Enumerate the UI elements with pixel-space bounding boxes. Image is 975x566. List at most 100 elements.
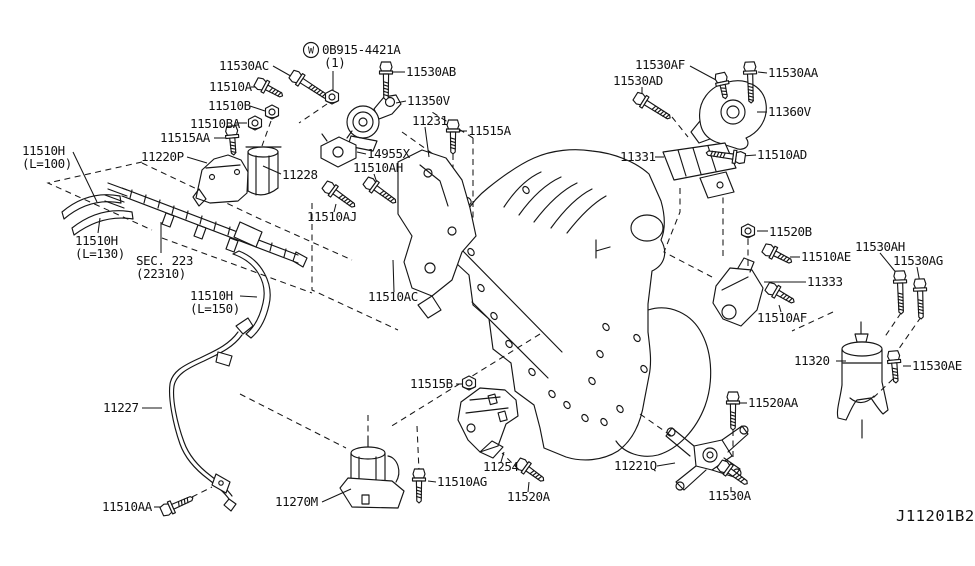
- leader-line-11510H_150: [239, 295, 258, 298]
- leader-line-11228: [262, 165, 282, 175]
- part-label-11221Q: 11221Q: [614, 458, 657, 473]
- fasteners-layer: [159, 61, 928, 517]
- part-label-11520B: 11520B: [769, 224, 812, 239]
- bolt-icon-11530AG: [912, 278, 928, 320]
- part-label-11510AA: 11510AA: [102, 499, 153, 514]
- leader-line-11350V: [395, 100, 407, 104]
- part-11270M-mount-drawing: [339, 435, 405, 509]
- part-11220P-bracket-drawing: [192, 154, 249, 207]
- leader-line-11530AA: [757, 71, 768, 74]
- bolt-icon-11520A: [514, 457, 545, 482]
- part-label-11530AB: 11530AB: [406, 64, 456, 79]
- leader-line-11510AC: [392, 259, 395, 293]
- hose-11510H-drawings: [61, 194, 271, 339]
- part-label-11270M: 11270M: [275, 494, 318, 509]
- leader-line-11520A: [527, 481, 530, 493]
- nut-icon-11510BA: [247, 115, 263, 131]
- leader-line-11220P: [186, 156, 208, 164]
- intake-runner-lines: [503, 171, 607, 234]
- part-label-11510H_100: 11510H(L=100): [22, 143, 72, 171]
- diagram-code: J11201B2: [896, 507, 975, 525]
- bolt-icon-11530AF: [714, 71, 730, 100]
- bolt-icon-11520AA: [725, 391, 741, 431]
- bolt-icon-11510AJ: [321, 180, 356, 208]
- part-label-11333: 11333: [807, 274, 843, 289]
- part-label-11254: 11254: [483, 459, 519, 474]
- part-label-11510AF: 11510AF: [757, 310, 807, 325]
- leader-line-11510B: [249, 105, 266, 112]
- bolt-icon-11510AE: [761, 243, 793, 264]
- part-label-11231: 11231: [412, 113, 448, 128]
- nut-icon-0B915-4421A: [324, 89, 340, 105]
- part-label-11510B: 11510B: [208, 98, 251, 113]
- engine-block-drawing: [451, 149, 712, 461]
- part-11350V-tensioner-drawing: [346, 94, 402, 152]
- leader-line-11221Q: [656, 462, 676, 467]
- leader-line-11510H_130: [97, 217, 101, 234]
- bolt-icon-11530AA: [742, 61, 758, 104]
- part-label-11510AH: 11510AH: [353, 160, 403, 175]
- part-11221Q-mount-drawing: [665, 425, 749, 491]
- part-11231-bracket-drawing: [397, 149, 477, 319]
- part-label-11510AJ: 11510AJ: [307, 209, 357, 224]
- part-label-11530AD: 11530AD: [613, 73, 663, 88]
- leader-line-11510AJ: [333, 203, 337, 213]
- leader-line-11510AG: [427, 480, 437, 483]
- bolt-icon-11530AH: [892, 270, 908, 315]
- part-label-11220P: 11220P: [141, 149, 184, 164]
- nut-icon-11515B: [461, 375, 477, 391]
- bolt-icon-11510AA: [159, 496, 194, 517]
- part-label-11515AA: 11515AA: [160, 130, 211, 145]
- washer-symbol-circle-icon: [302, 41, 320, 59]
- leader-line-11231: [424, 126, 430, 158]
- part-label-11510A: 11510A: [209, 79, 253, 94]
- part-label-11320: 11320: [794, 353, 830, 368]
- bolt-icon-11530AC: [288, 69, 329, 99]
- part-label-11510AG: 11510AG: [437, 474, 487, 489]
- part-label-11520A: 11520A: [507, 489, 551, 504]
- part-label-11530AG: 11530AG: [893, 253, 943, 268]
- bolt-icon-11510AH: [362, 176, 397, 204]
- part-label-11228: 11228: [282, 167, 318, 182]
- part-label-11227: 11227: [103, 400, 139, 415]
- part-label-11510AE: 11510AE: [801, 249, 851, 264]
- bolt-icon-11510AD: [705, 149, 747, 165]
- part-label-11331: 11331: [620, 149, 656, 164]
- part-label-11515B: 11515B: [410, 376, 453, 391]
- part-labels-layer: 11530AC11510A11510B11510BA11515AA11510H(…: [22, 57, 962, 514]
- bolt-icon-11510AF: [764, 282, 795, 304]
- part-14955X-drawing: [320, 130, 357, 168]
- part-11228-mount-drawing: [245, 146, 282, 196]
- part-label-11530AF: 11530AF: [635, 57, 685, 72]
- part-label-11510AC: 11510AC: [368, 289, 418, 304]
- part-label-11350V: 11350V: [407, 93, 451, 108]
- part-11320-mount-drawing: [836, 321, 889, 439]
- part-11333-mount-drawing: [712, 257, 764, 327]
- part-label-11510H_150: 11510H(L=150): [190, 288, 240, 316]
- leader-line-14955X: [356, 151, 367, 155]
- bolt-icon-11510AG: [411, 468, 427, 504]
- part-label-11530AA: 11530AA: [768, 65, 819, 80]
- part-11254-bracket-drawing: [457, 387, 519, 459]
- part-label-11360V: 11360V: [768, 104, 812, 119]
- bolt-icon-11530AE: [886, 350, 902, 384]
- part-label-11510AD: 11510AD: [757, 147, 807, 162]
- bolt-icon-11530AB: [378, 61, 394, 101]
- washer-symbol-letter: W: [308, 46, 315, 57]
- leader-line-11254: [500, 451, 505, 463]
- part-label-11510H_130: 11510H(L=130): [75, 233, 125, 261]
- part-fuel-rail-sec223-drawing: [104, 182, 308, 268]
- part-label-SEC223: SEC. 223(22310): [136, 253, 193, 281]
- part-label-11530AE: 11530AE: [912, 358, 962, 373]
- nut-icon-11520B: [740, 223, 756, 239]
- part-11360V-mount-drawing: [690, 80, 767, 150]
- part-label-11520AA: 11520AA: [748, 395, 799, 410]
- part-label-11530AH: 11530AH: [855, 239, 905, 254]
- part-label-11530A: 11530A: [708, 488, 752, 503]
- bolt-icon-11515AA: [224, 125, 240, 156]
- leader-line-11270M: [321, 488, 352, 503]
- part-label-11515A: 11515A: [468, 123, 512, 138]
- part-label-14955X: 14955X: [367, 146, 411, 161]
- leader-line-11530AF: [689, 65, 717, 81]
